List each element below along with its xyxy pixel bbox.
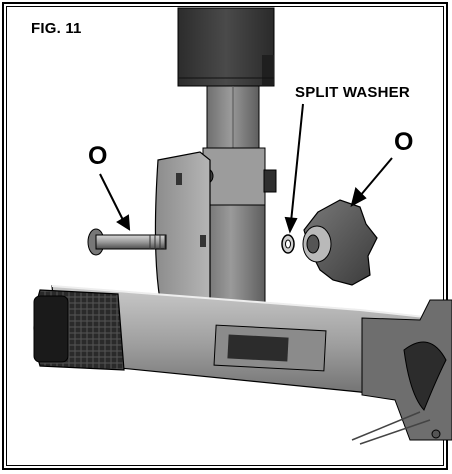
callout-split-washer: SPLIT WASHER	[295, 84, 410, 101]
figure-inner-border	[6, 6, 444, 466]
end-cap-grip	[33, 289, 125, 371]
mast-tube	[206, 85, 260, 151]
figure-label: FIG. 11	[31, 20, 82, 37]
right-assembly	[351, 299, 452, 445]
callout-knob-letter: O	[394, 128, 414, 156]
star-knob-icon	[302, 199, 378, 286]
main-crossbar	[51, 285, 452, 405]
upper-post	[177, 7, 275, 87]
bracket-collar	[196, 147, 277, 311]
side-plate	[154, 151, 211, 301]
carriage-bolt-icon	[87, 228, 167, 256]
figure-outer-border	[2, 2, 448, 470]
callout-bolt-letter: O	[88, 142, 108, 170]
callout-arrows	[99, 103, 393, 234]
split-washer-icon	[281, 234, 295, 254]
